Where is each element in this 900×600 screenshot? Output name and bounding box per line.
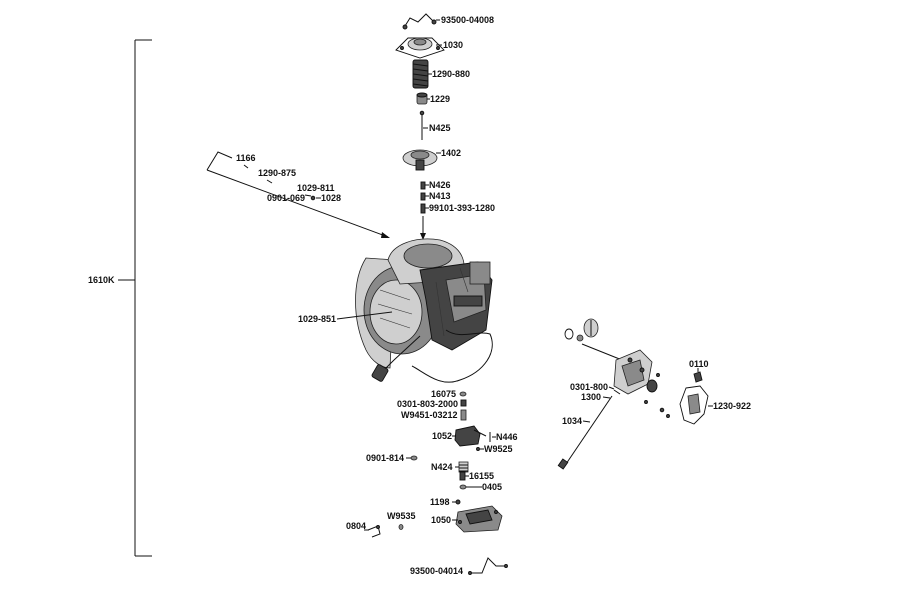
diaphragm-slide-part[interactable] [402,149,438,171]
main-jet-part[interactable] [460,399,467,407]
float-bowl-part[interactable] [455,505,503,533]
part-label: N413 [429,191,451,201]
part-label: 1300 [581,392,601,402]
small-screw-part[interactable] [656,373,660,377]
part-label: 0301-800 [570,382,608,392]
part-label: 1230-922 [713,401,751,411]
washer-part[interactable] [420,192,426,201]
throttle-washer-part[interactable] [564,328,584,342]
part-label: 0901-814 [366,453,404,463]
drain-screw-part[interactable] [455,499,461,505]
throttle-cover-part[interactable] [679,385,709,425]
part-label: 1028 [321,193,341,203]
part-label: 1052 [432,431,452,441]
needle-jet-part[interactable] [460,409,467,421]
part-label: 1029-811 [297,183,335,193]
o-ring-0901-814-part[interactable] [410,455,418,461]
washer-w9525-part[interactable] [476,447,480,451]
part-label: 1198 [430,497,450,507]
jet-needle-part[interactable] [419,110,425,140]
screw-spring-part[interactable] [266,179,273,184]
assembly-bracket [118,39,152,557]
part-label: 93500-04008 [441,15,494,25]
washer-1300-part[interactable] [644,400,670,418]
part-label: 0405 [482,482,502,492]
part-label: N446 [496,432,518,442]
part-label: 1034 [562,416,582,426]
spring-part[interactable] [412,59,429,89]
part-label: 1166 [236,153,256,163]
part-label: N424 [431,462,453,472]
seal-16155-part[interactable] [459,471,466,481]
part-label: N425 [429,123,451,133]
washer-16075-part[interactable] [459,391,467,397]
part-label: 0110 [689,359,709,369]
throttle-disc-part[interactable] [583,318,599,338]
float-part[interactable] [454,425,487,447]
part-label: 1290-875 [258,168,296,178]
throttle-cable-part[interactable] [557,395,613,470]
part-label: 0301-803-2000 [397,399,458,409]
part-label: W9451-03212 [401,410,458,420]
part-label: 1029-851 [298,314,336,324]
part-label: 16155 [469,471,494,481]
wire-clip-top-part[interactable] [402,13,437,30]
part-label: 1290-880 [432,69,470,79]
part-label: 1030 [443,40,463,50]
needle-clip-part[interactable] [420,181,426,190]
wire-clip-bottom-part[interactable] [468,557,508,575]
pilot-screw-part[interactable] [304,194,312,197]
assembly-label: 1610K [88,275,115,285]
part-label: 1050 [431,515,451,525]
part-label: W9535 [387,511,416,521]
o-ring-part[interactable] [310,195,316,201]
part-label: 1402 [441,148,461,158]
carb-top-cap-part[interactable] [395,37,445,59]
washer-w9535-part[interactable] [398,524,404,530]
part-label: N426 [429,180,451,190]
throttle-housing-part[interactable] [613,349,653,395]
bracket-0804-part[interactable] [367,525,381,538]
throttle-gear-part[interactable] [646,379,658,393]
retainer-part[interactable] [416,92,428,105]
screw-small-part[interactable] [243,164,249,169]
part-label: W9525 [484,444,513,454]
part-label: 93500-04014 [410,566,463,576]
part-label: 99101-393-1280 [429,203,495,213]
float-spring-part[interactable] [458,461,469,473]
throttle-shaft-part[interactable] [581,343,623,361]
part-label: 0804 [346,521,366,531]
screw-0301-800-part[interactable] [613,389,621,395]
part-label: 1229 [430,94,450,104]
carburetor-body-part[interactable] [355,238,493,383]
bolt-0110-part[interactable] [693,371,703,383]
part-label: 0901-069 [267,193,305,203]
screw-0405-part[interactable] [459,484,467,490]
part-label: 16075 [431,389,456,399]
small-spring-part[interactable] [420,203,426,214]
